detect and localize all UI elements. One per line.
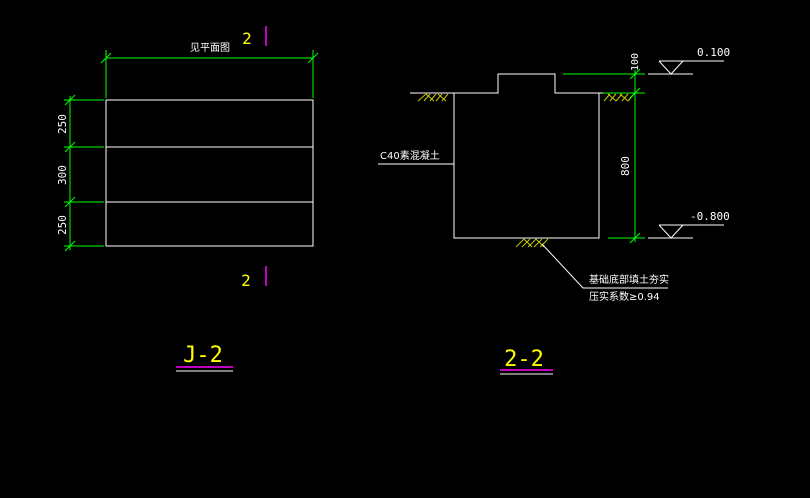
concrete-note: C40素混凝土 [380,149,440,162]
soil-note-leader-line [541,243,668,289]
elevation-bottom-text: -0.800 [690,210,730,223]
elevation-top-text: 0.100 [697,46,730,59]
plan-top-dimension [100,50,319,98]
plan-view: 见平面图 2 2 250 300 250 J-2 [56,26,319,372]
plan-left-dimension-chain [64,94,104,252]
section-right-dimension [563,68,645,244]
section-view: 100 800 0.100 -0.800 C40素混凝土 基础底部填土夯实 压实… [378,46,730,375]
section-dim-800: 800 [619,156,632,176]
elevation-marker-bottom [648,224,724,239]
soil-hatch-right [603,93,635,102]
soil-hatch-bottom [515,238,549,248]
soil-hatch-left [417,93,449,102]
section-title: 2-2 [504,347,544,372]
section-dim-100: 100 [630,53,641,71]
plan-title: J-2 [183,343,223,368]
elevation-marker-top [648,60,724,75]
section-footing-outline [453,73,600,239]
plan-dim-250-bottom: 250 [56,215,69,235]
plan-footing-outline [105,99,314,247]
plan-top-dimension-text: 见平面图 [190,42,230,54]
soil-note-line2: 压实系数≥0.94 [589,290,660,303]
plan-section-number-top: 2 [242,29,252,48]
plan-dim-300: 300 [56,165,69,185]
plan-section-number-bottom: 2 [241,271,251,290]
plan-dim-250-top: 250 [56,114,69,134]
soil-note-line1: 基础底部填土夯实 [589,273,669,286]
